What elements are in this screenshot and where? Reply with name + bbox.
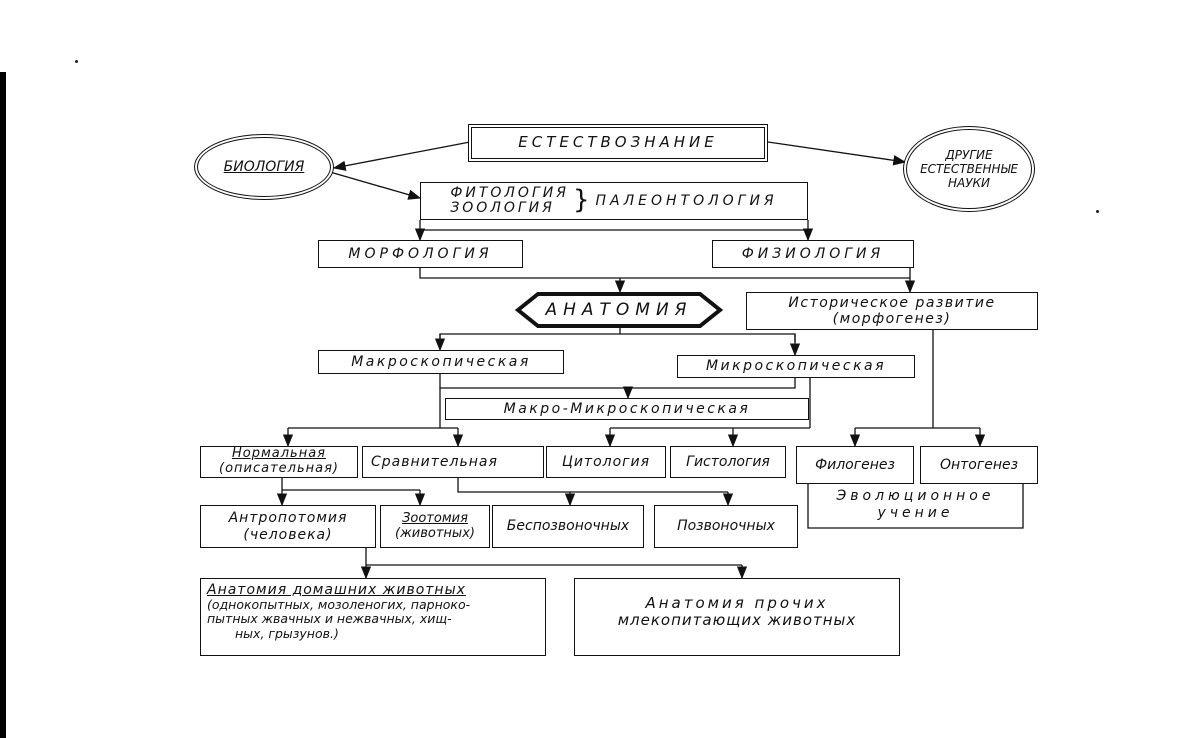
anthropotomy-label: Антропотомия: [228, 510, 348, 527]
domestic-line: ных, грызунов.): [235, 625, 339, 641]
other-mammals-title: Анатомия прочих: [645, 594, 829, 612]
histology-box: Гистология: [670, 446, 786, 478]
human-label: (человека): [243, 526, 333, 543]
vertebrates-label: Позвоночных: [677, 518, 775, 535]
arrow-to-other-sciences: [767, 141, 907, 166]
zootomy-label: Зоотомия: [402, 510, 468, 526]
other-sciences-line: НАУКИ: [947, 176, 991, 190]
scan-speck: [75, 60, 78, 63]
evolution-label: Эволюционное: [836, 488, 995, 504]
animals-label: (животных): [395, 525, 475, 541]
scan-edge-bar: [0, 72, 6, 738]
phytology-label: ФИТОЛОГИЯ: [450, 184, 569, 201]
cytology-label: Цитология: [561, 453, 651, 470]
anatomy-hexagon: [514, 292, 724, 328]
ontogenesis-label: Онтогенез: [939, 456, 1019, 473]
comparative-label: Сравнительная: [371, 453, 498, 470]
physiology-box: ФИЗИОЛОГИЯ: [712, 240, 914, 268]
invertebrates-label: Беспозвоночных: [506, 518, 630, 535]
cytology-box: Цитология: [546, 446, 666, 478]
zoology-label: ЗООЛОГИЯ: [450, 200, 555, 216]
morphogenesis-label: (морфогенез): [832, 311, 952, 327]
macro-micro-label: Макро-Микроскопическая: [503, 400, 751, 417]
anthropotomy-box: Антропотомия (человека): [200, 505, 376, 548]
domestic-line: (однокопытных, мозоленогих, парноко-: [207, 597, 471, 613]
macroscopic-box: Макроскопическая: [318, 350, 564, 374]
anatomy-label-wrap: АНАТОМИЯ: [538, 294, 700, 326]
historical-label: Историческое развитие: [788, 294, 996, 311]
brace-symbol: }: [572, 185, 590, 216]
other-sciences-oval: ДРУГИЕ ЕСТЕСТВЕННЫЕ НАУКИ: [903, 126, 1035, 212]
arrow-to-biology: [332, 141, 471, 171]
vertebrates-box: Позвоночных: [654, 505, 798, 548]
domestic-line: пытных жвачных и нежвачных, хищ-: [207, 611, 452, 627]
biology-label: БИОЛОГИЯ: [223, 159, 305, 175]
histology-label: Гистология: [686, 453, 770, 470]
phylogenesis-box: Филогенез: [796, 446, 914, 484]
normal-box: Нормальная (описательная): [200, 446, 358, 478]
arrow-to-phytology: [329, 171, 422, 200]
invertebrates-box: Беспозвоночных: [492, 505, 644, 548]
natural-science-box: ЕСТЕСТВОЗНАНИЕ: [468, 124, 768, 162]
other-sciences-line: ДРУГИЕ: [945, 148, 993, 162]
other-mammals-box: Анатомия прочих млекопитающих животных: [574, 578, 900, 656]
biology-oval: БИОЛОГИЯ: [194, 134, 334, 200]
anatomy-label: АНАТОМИЯ: [545, 300, 693, 320]
microscopic-box: Микроскопическая: [677, 355, 915, 378]
phylogenesis-label: Филогенез: [815, 456, 895, 473]
descriptive-label: (описательная): [219, 461, 339, 476]
physiology-label: ФИЗИОЛОГИЯ: [741, 245, 885, 262]
morphology-box: МОРФОЛОГИЯ: [318, 240, 523, 268]
natural-science-label: ЕСТЕСТВОЗНАНИЕ: [518, 133, 718, 152]
historical-development-box: Историческое развитие (морфогенез): [746, 292, 1038, 330]
ontogenesis-box: Онтогенез: [920, 446, 1038, 484]
evolution-note: Эволюционное учение: [808, 488, 1023, 522]
scan-speck: [1096, 210, 1099, 213]
paleontology-label: ПАЛЕОНТОЛОГИЯ: [595, 192, 778, 209]
normal-label: Нормальная: [231, 446, 326, 462]
zootomy-box: Зоотомия (животных): [380, 505, 490, 548]
domestic-title: Анатомия домашних животных: [207, 582, 466, 598]
teaching-label: учение: [877, 504, 954, 521]
domestic-animals-box: Анатомия домашних животных (однокопытных…: [200, 578, 546, 656]
comparative-box: Сравнительная: [362, 446, 544, 478]
morphology-label: МОРФОЛОГИЯ: [348, 245, 493, 262]
macro-micro-box: Макро-Микроскопическая: [445, 398, 809, 420]
phytology-paleontology-box: ФИТОЛОГИЯ ЗООЛОГИЯ } ПАЛЕОНТОЛОГИЯ: [420, 182, 808, 220]
other-sciences-line: ЕСТЕСТВЕННЫЕ: [920, 162, 1018, 176]
phyto-zoo-stack: ФИТОЛОГИЯ ЗООЛОГИЯ: [450, 184, 569, 217]
other-mammals-subtitle: млекопитающих животных: [617, 611, 857, 630]
microscopic-label: Микроскопическая: [705, 358, 887, 375]
macroscopic-label: Макроскопическая: [351, 353, 531, 370]
